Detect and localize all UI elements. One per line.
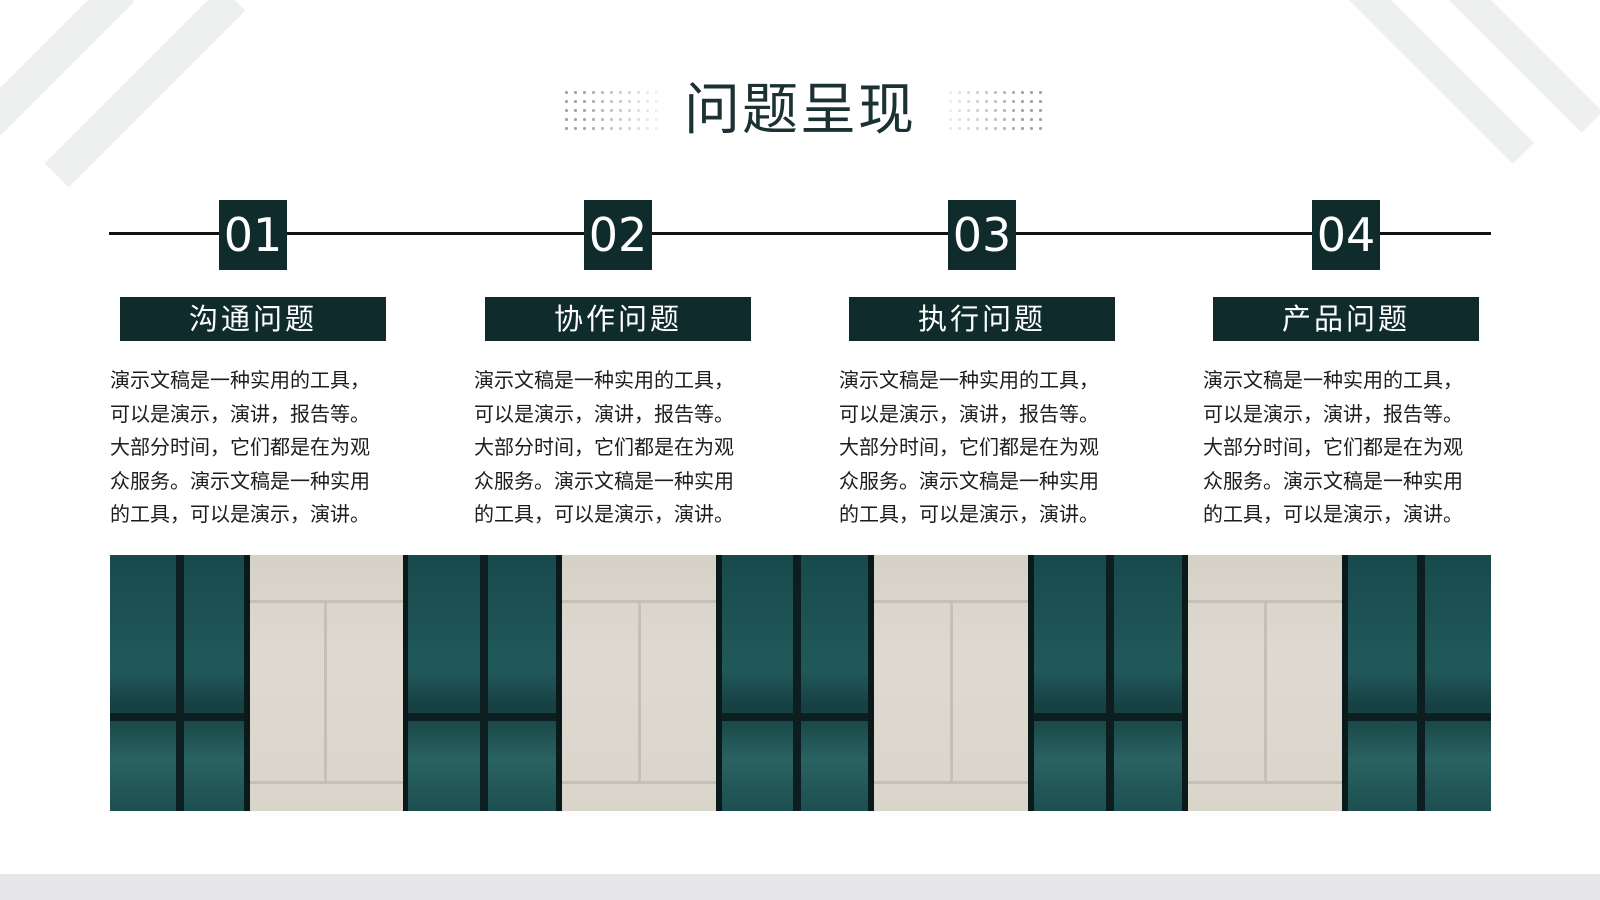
step-number-badge: 01 [219,200,287,270]
page-title: 问题呈现 [684,78,916,143]
stone-panel [562,555,718,811]
step-label: 沟通问题 [120,297,386,341]
step-label: 协作问题 [485,297,751,341]
timeline-line [109,232,1491,235]
building-facade-photo [110,555,1491,811]
dot-pattern-decoration [946,88,1042,136]
stone-panel [1188,555,1344,811]
window-panel [722,555,870,811]
dot-pattern-decoration [562,88,658,136]
window-frame [403,555,409,811]
step-number-badge: 02 [584,200,652,270]
window-frame [868,555,874,811]
step-description: 演示文稿是一种实用的工具， 可以是演示，演讲，报告等。 大部分时间，它们都是在为… [1203,368,1463,526]
window-panel [1348,555,1491,811]
window-panel [110,555,248,811]
window-frame [1342,555,1348,811]
window-panel [1034,555,1184,811]
step-label: 执行问题 [849,297,1115,341]
step-description: 演示文稿是一种实用的工具， 可以是演示，演讲，报告等。 大部分时间，它们都是在为… [839,368,1099,526]
window-frame [716,555,722,811]
window-panel [408,555,558,811]
window-frame [556,555,562,811]
step-label: 产品问题 [1213,297,1479,341]
step-description: 演示文稿是一种实用的工具， 可以是演示，演讲，报告等。 大部分时间，它们都是在为… [474,368,734,526]
step-number-badge: 04 [1312,200,1380,270]
window-frame [1182,555,1188,811]
window-frame [1028,555,1034,811]
stone-panel [874,555,1030,811]
window-frame [244,555,250,811]
bottom-band-decoration [0,874,1600,900]
step-description: 演示文稿是一种实用的工具， 可以是演示，演讲，报告等。 大部分时间，它们都是在为… [110,368,370,526]
step-number-badge: 03 [948,200,1016,270]
stone-panel [250,555,404,811]
